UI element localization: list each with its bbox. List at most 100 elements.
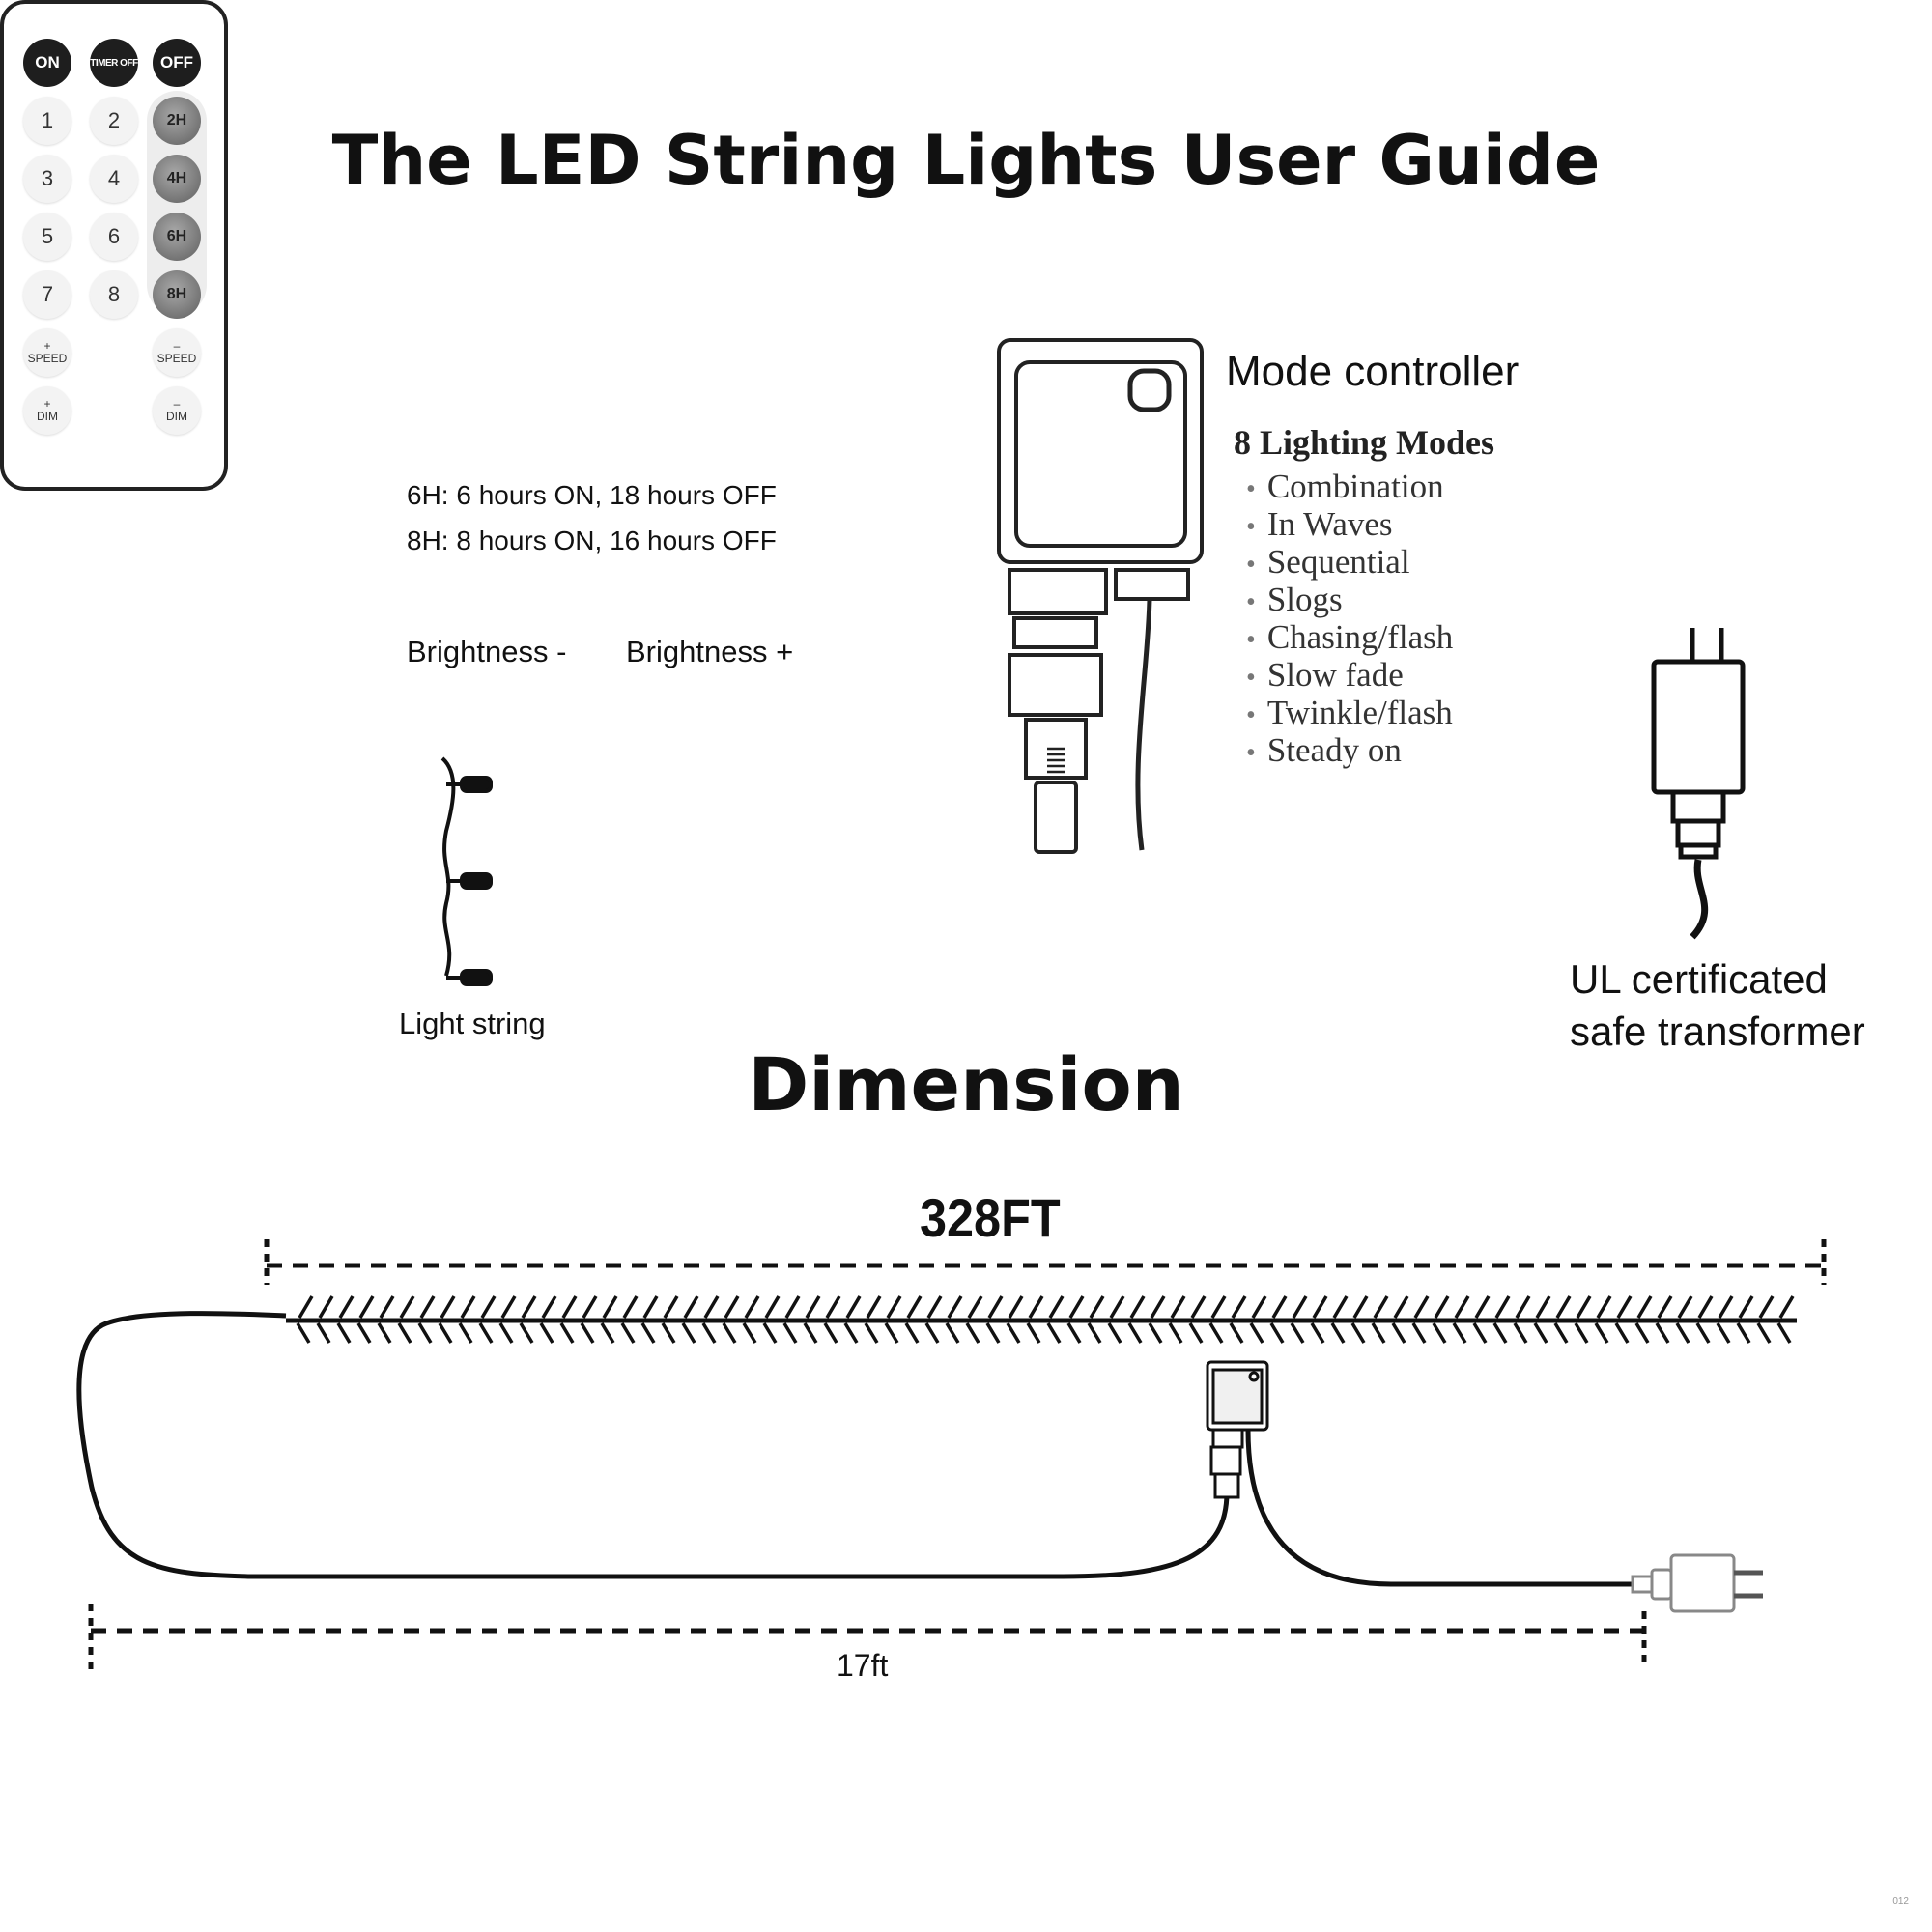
cluster-spike [1452, 1322, 1467, 1344]
cluster-spike [1634, 1322, 1650, 1344]
cluster-spike [1718, 1295, 1734, 1319]
dim-minus-button[interactable]: – DIM [153, 386, 201, 435]
cluster-spike [1107, 1322, 1122, 1344]
cluster-spike [1271, 1295, 1288, 1319]
cluster-spike [1515, 1295, 1531, 1319]
remote-control: ON TIMER OFF OFF 1 2 2H 3 4 4H 5 6 6H 7 … [0, 0, 1909, 1907]
cluster-spike [764, 1295, 781, 1319]
transformer-label-line2: safe transformer [1570, 1009, 1865, 1054]
bulb-icon [446, 776, 493, 793]
mode-controller-label: Mode controller [1226, 348, 1520, 395]
cluster-spike [440, 1295, 456, 1319]
string-length-dimension-line [264, 1239, 1827, 1285]
cluster-spike [681, 1322, 696, 1344]
lighting-modes-list: Combination In Waves Sequential Slogs Ch… [1246, 468, 1453, 769]
cluster-spike [521, 1295, 537, 1319]
cluster-spike [379, 1295, 395, 1319]
mode-7-button[interactable]: 7 [23, 270, 71, 319]
cluster-spike [336, 1322, 352, 1344]
cluster-spike [1087, 1322, 1102, 1344]
cluster-spike [1292, 1295, 1308, 1319]
cluster-spike [1109, 1295, 1125, 1319]
mode-8-button[interactable]: 8 [90, 270, 138, 319]
cluster-spike [1553, 1322, 1569, 1344]
cluster-spike [640, 1322, 656, 1344]
dim-plus-button[interactable]: + DIM [23, 386, 71, 435]
timer-6h-button[interactable]: 6H [153, 213, 201, 261]
mode-item: Steady on [1246, 731, 1453, 769]
brightness-minus-label: Brightness - [407, 635, 567, 668]
timer-2h-button[interactable]: 2H [153, 97, 201, 145]
cluster-spike [1614, 1322, 1630, 1344]
cluster-spike [1352, 1295, 1369, 1319]
string-length-label: 328FT [920, 1187, 1061, 1248]
cluster-spike [1046, 1322, 1062, 1344]
cluster-spike [864, 1322, 879, 1344]
dim-plus-label: DIM [37, 410, 58, 423]
brightness-plus-label: Brightness + [626, 635, 794, 668]
cluster-spike [884, 1322, 899, 1344]
cluster-spike [1677, 1295, 1693, 1319]
cluster-spike [987, 1295, 1004, 1319]
cluster-spike [1576, 1295, 1592, 1319]
cluster-spike [1432, 1322, 1447, 1344]
cluster-spike [947, 1295, 963, 1319]
cluster-spike [1373, 1295, 1389, 1319]
cluster-spike [1229, 1322, 1244, 1344]
transformer-label-line1: UL certificated [1570, 956, 1828, 1002]
cluster-spike [377, 1322, 392, 1344]
cluster-spike [701, 1322, 717, 1344]
lead-cable [76, 1311, 1633, 1587]
cluster-spike [1513, 1322, 1528, 1344]
cluster-spike [1190, 1295, 1207, 1319]
speed-plus-sign: + [43, 339, 51, 353]
cluster-spike [906, 1295, 923, 1319]
cluster-spike [683, 1295, 699, 1319]
off-button[interactable]: OFF [153, 39, 201, 87]
cluster-spike [1089, 1295, 1105, 1319]
timer-off-button[interactable]: TIMER OFF [90, 39, 138, 87]
cluster-spike [460, 1295, 476, 1319]
timer-4h-button[interactable]: 4H [153, 155, 201, 203]
mode-5-button[interactable]: 5 [23, 213, 71, 261]
cluster-spike [724, 1295, 740, 1319]
mode-4-button[interactable]: 4 [90, 155, 138, 203]
cluster-spike [1251, 1295, 1267, 1319]
cluster-spike [1454, 1295, 1470, 1319]
cluster-spike [1028, 1295, 1044, 1319]
cluster-spike [1776, 1322, 1792, 1344]
cluster-spike [924, 1322, 940, 1344]
cluster-spike [1312, 1295, 1328, 1319]
transformer-plug-icon [1651, 628, 1746, 940]
bulb-icon [446, 872, 493, 890]
mode-1-button[interactable]: 1 [23, 97, 71, 145]
cluster-spike [1555, 1295, 1572, 1319]
cluster-spike [1533, 1322, 1548, 1344]
mode-3-button[interactable]: 3 [23, 155, 71, 203]
cluster-spike [1411, 1322, 1427, 1344]
cluster-spike [886, 1295, 902, 1319]
on-button[interactable]: ON [23, 39, 71, 87]
cluster-spike [1371, 1322, 1386, 1344]
cluster-spike [1574, 1322, 1589, 1344]
cluster-spike [356, 1322, 372, 1344]
cluster-spike [1350, 1322, 1366, 1344]
cluster-spike [784, 1295, 801, 1319]
cluster-spike [1269, 1322, 1285, 1344]
light-string-label: Light string [399, 1007, 546, 1040]
cluster-spike [945, 1322, 960, 1344]
timer-8h-button[interactable]: 8H [153, 270, 201, 319]
mode-6-button[interactable]: 6 [90, 213, 138, 261]
cluster-spike [1778, 1295, 1795, 1319]
light-string-illustration [440, 756, 493, 986]
cluster-spike [1068, 1295, 1085, 1319]
cluster-spike [866, 1295, 882, 1319]
speed-minus-button[interactable]: – SPEED [153, 328, 201, 377]
cluster-spike [1474, 1295, 1491, 1319]
cluster-spike [397, 1322, 412, 1344]
cluster-spike [845, 1295, 862, 1319]
mode-2-button[interactable]: 2 [90, 97, 138, 145]
cluster-spike [1066, 1322, 1082, 1344]
dim-minus-label: DIM [166, 410, 187, 423]
speed-plus-button[interactable]: + SPEED [23, 328, 71, 377]
